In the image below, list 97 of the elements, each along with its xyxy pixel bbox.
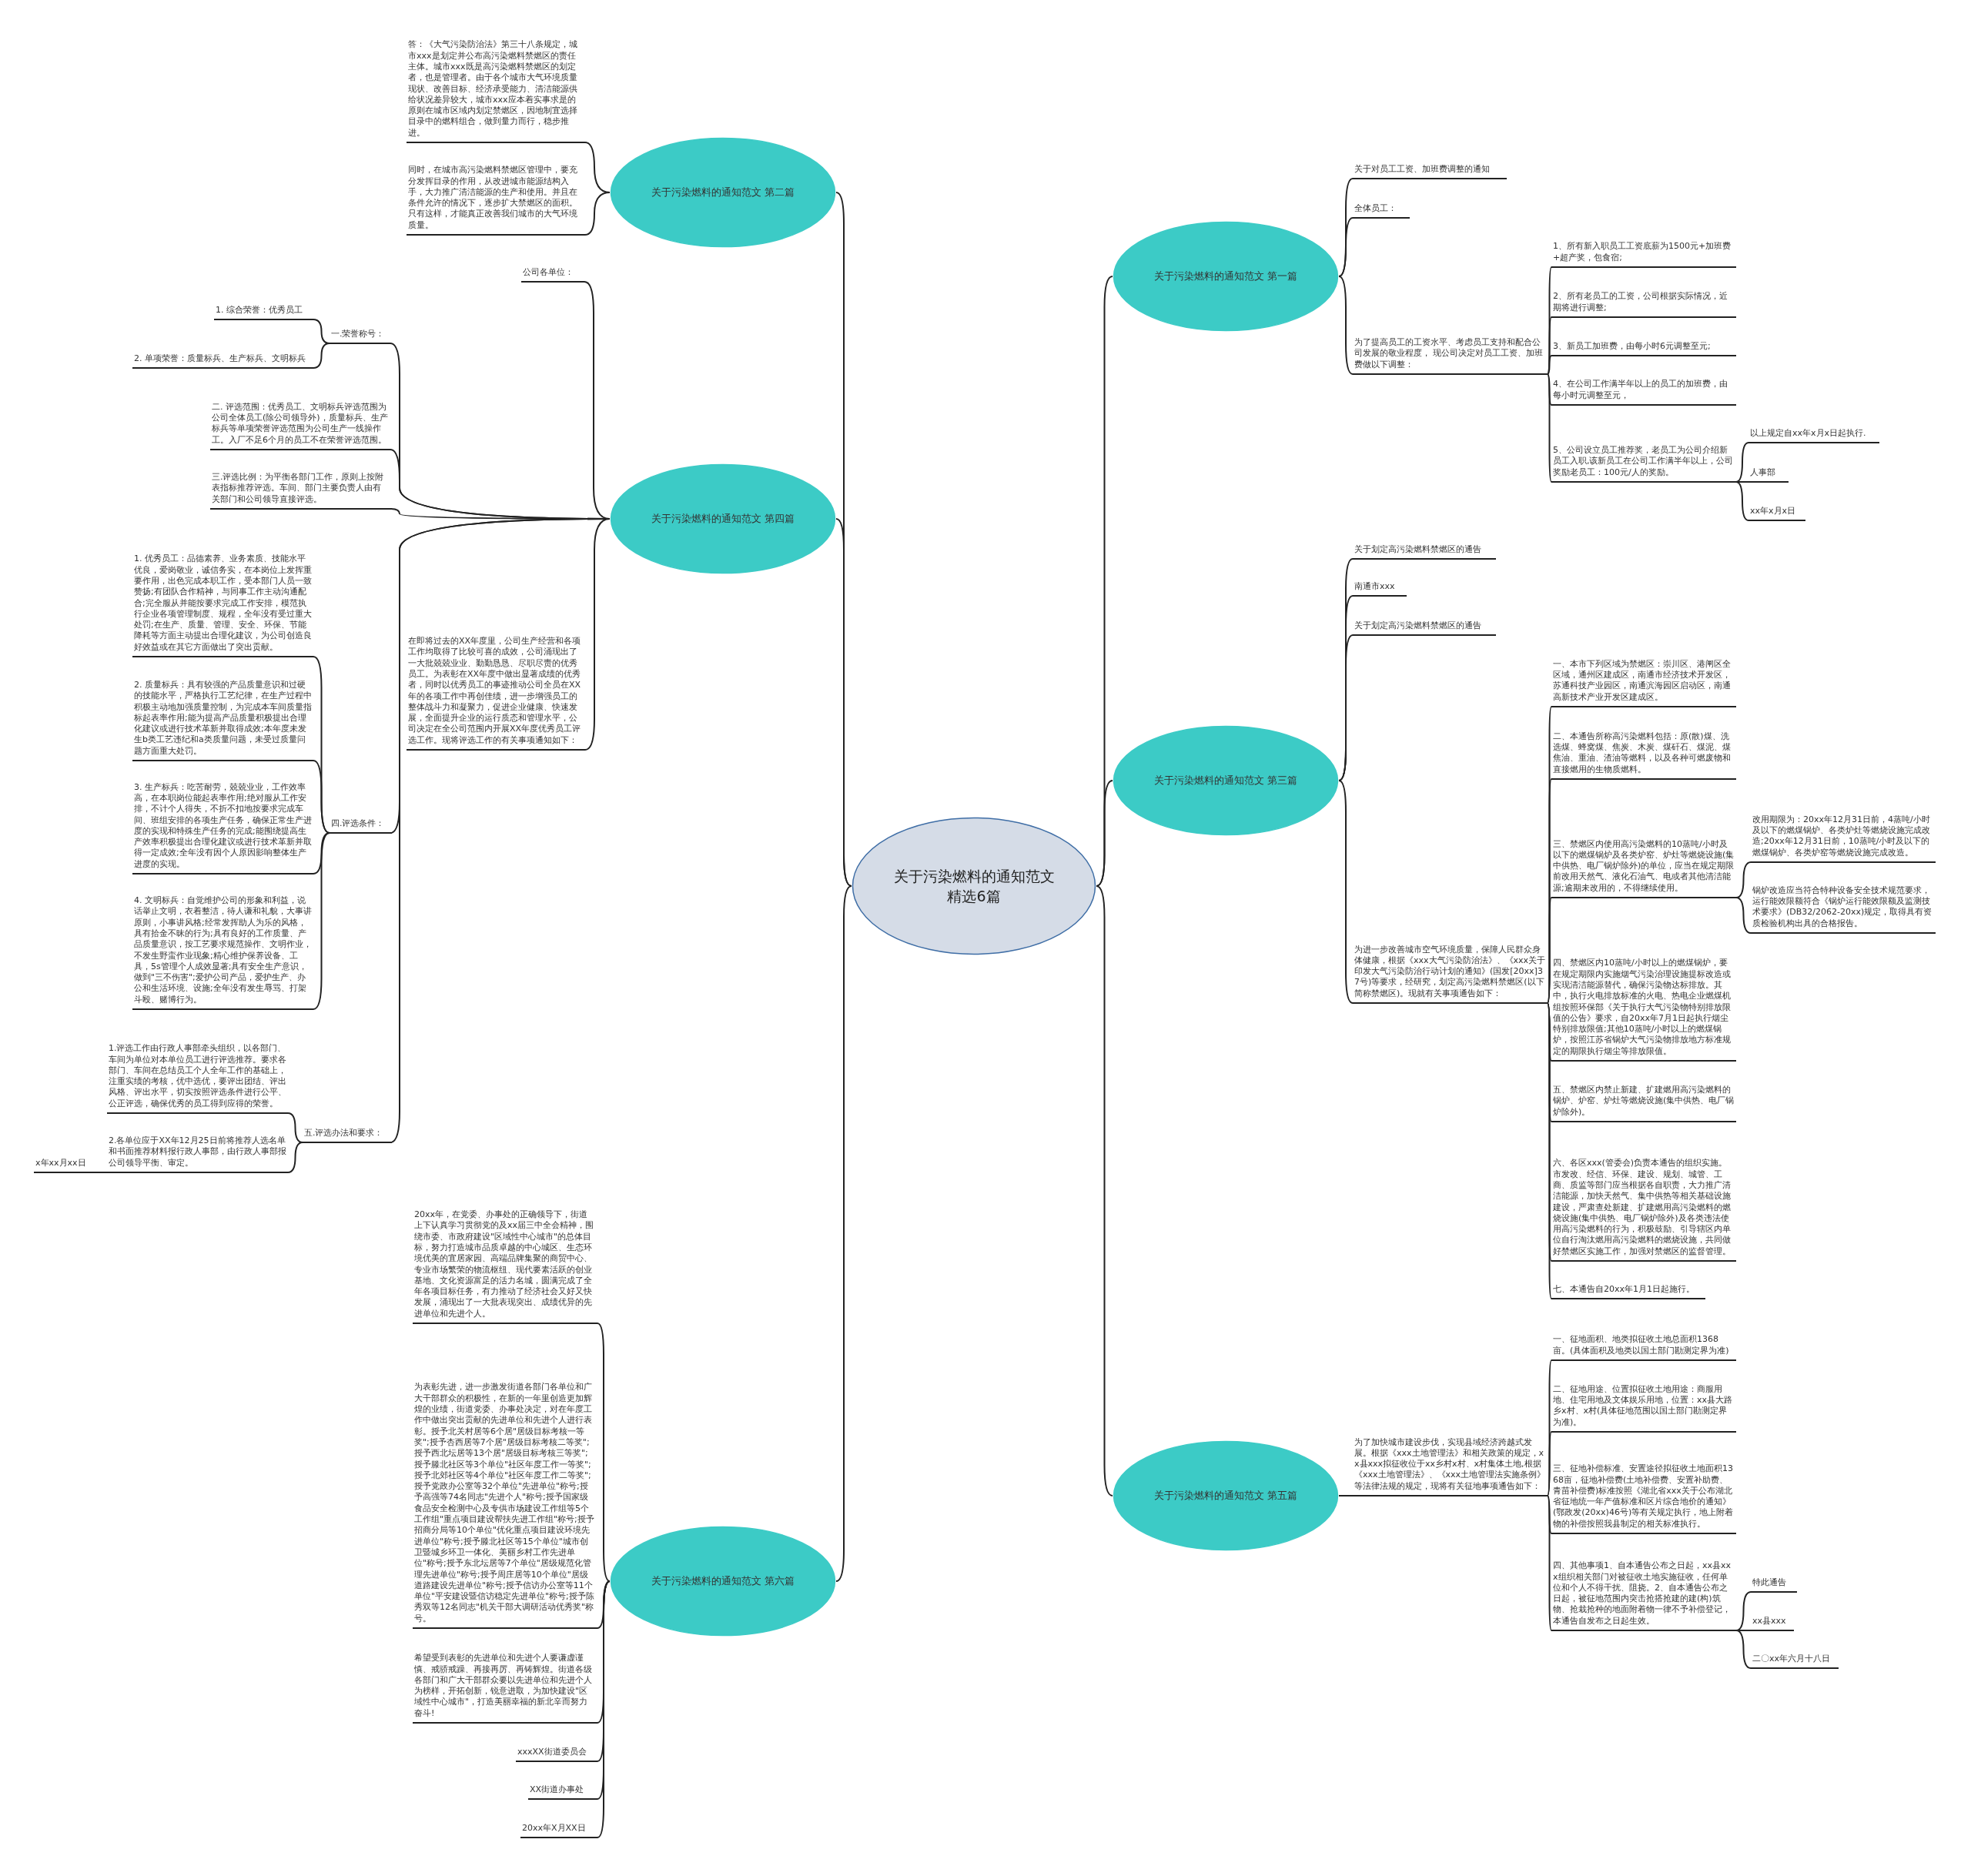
topic-text: 一、征地面积、地类拟征收土地总面积1368亩。(具体面积及地类以国土部门勘测定界为准) [1551,1334,1736,1361]
central-topic-ellipse: 关于污染燃料的通知范文精选6篇 [852,817,1096,955]
connector-line [1338,276,1354,375]
topic-text: 三.评选比例：为平衡各部门工作，原则上按附表指标推荐评选。车间、部门主要负责人由有关部门和公司领导直接评选。 [210,472,390,510]
topic-text: XX街道办事处 [528,1784,597,1800]
connector-line [584,518,611,751]
connector-line [313,760,330,834]
connector-line [597,1323,611,1582]
connector-line [1547,1495,1552,1534]
topic-text: 人事部 [1748,466,1789,483]
topic-text: 二. 评选范围：优秀员工、文明标兵评选范围为公司全体员工(除公司领导外)，质量标兵、生产标兵等单项荣誉评选范围为公司生产一线操作工。入厂不足6个月的员工不在荣誉评选范围。 [210,401,390,450]
topic-text: 1. 综合荣誉：优秀员工 [214,304,313,320]
topic-text: 20xx年X月XX日 [520,1822,597,1838]
topic-text: 2.各单位应于XX年12月25日前将推荐人选名单和书面推荐材料报行政人事部，由行政人事部报公司领导平衡、审定。 [107,1135,288,1173]
topic-text: 1、所有新入职员工工资底薪为1500元+加班费+超产奖，包食宿; [1551,241,1736,268]
topic-ellipse: 关于污染燃料的通知范文 第六篇 [610,1526,836,1637]
connector-line [1547,373,1552,483]
topic-text: 锅炉改造应当符合特种设备安全技术规范要求，运行能效限额符合《锅炉运行能效限额及监测技术要求》(DB32/2062-20xx)规定，取得具有资质检验机构出具的合格报告。 [1751,884,1936,934]
connector-line [1735,481,1749,483]
connector-line [313,832,330,874]
topic-text: 3、新员工加班费，由每小时6元调整至元; [1551,340,1736,356]
connector-line [313,832,330,1010]
topic-text: 2. 单项荣誉：质量标兵、生产标兵、文明标兵 [132,353,313,369]
topic-text: 关于划定高污染燃料禁燃区的通告 [1353,620,1496,636]
connector-line [1338,217,1354,277]
topic-text: 关于划定高污染燃料禁燃区的通告 [1353,543,1496,560]
topic-text: 南通市xxx [1353,580,1407,597]
connector-line [1735,897,1752,934]
topic-text: 1. 优秀员工：品德素养、业务素质、技能水平优良，爱岗敬业，诚信务实，在本岗位上发挥重要作用，出色完成本职工作，受本部门人员一致赞扬;有团队合作精神，与同事工作主动沟通配合;完全服从并能按要求完成工作安排，模范执行企业各项管理制度、规程，全年没有受过重大处罚;在生产、质量、管理、安全、环保、节能降耗等方面主动提出合理化建议，为公司创造良好效益或在其它方面做出了突出贡献。 [132,553,313,657]
connector-line [313,343,330,369]
connector-line [584,192,611,236]
topic-text: 关于对员工工资、加班费调整的通知 [1353,163,1507,179]
topic-text: 1.评选工作由行政人事部牵头组织，以各部门、车间为单位对本单位员工进行评选推荐。要求各部门、车间在总结员工个人全年工作的基础上，注重实绩的考核，优中选优，要评出团结、评出风格、评出水平，切实按照评选条件进行公平、公正评选，确保优秀的员工得到应得的荣誉。 [107,1043,288,1114]
topic-text: 四、禁燃区内10蒸吨/小时以上的燃煤锅炉，要在规定期限内实施烟气污染治理设施提标改造或实现清洁能源替代，确保污染物达标排放。其中，执行火电排放标准的火电、热电企业燃煤机组按照环保部《关于执行大气污染物特别排放限值的公告》要求，自20xx年7月1日起执行烟尘特别排放限值;其他10蒸吨/小时以上的燃煤锅炉，按照江苏省锅炉大气污染物排放地方标准规定的期限执行烟尘等排放限值。 [1551,958,1736,1062]
topic-text: 2、所有老员工的工资，公司根据实际情况，近期将进行调整; [1551,291,1736,318]
topic-text: 全体员工： [1353,202,1410,219]
topic-text: 公司各单位： [521,266,584,283]
connector-line [104,1172,108,1173]
connector-line [1338,634,1354,781]
topic-text: 五、禁燃区内禁止新建、扩建燃用高污染燃料的锅炉、炉窑、炉灶等燃烧设施(集中供热、电厂锅炉除外)。 [1551,1085,1736,1122]
connector-line [1338,1495,1354,1496]
connector-line [1735,481,1749,521]
topic-text: 二、征地用途、位置拟征收土地用途：商服用地、住宅用地及文体娱乐用地，位置：xx县大路乡x村、x村(具体征地范围以国土部门勘测定界为准)。 [1551,1383,1736,1433]
topic-text: 以上规定自xx年x月x日起执行. [1748,427,1879,443]
connector-line [1547,1495,1552,1631]
topic-text: 在即将过去的XX年度里，公司生产经营和各项工作均取得了比较可喜的成效，公司涌现出了一大批兢兢业业、勤勤恳恳、尽职尽责的优秀员工。为表彰在XX年度中做出显著成绩的优秀者，同时以优秀员工的事迹推动公司全员在XX年的各项工作中再创佳绩，进一步增强员工的整体战斗力和凝聚力，促进企业健康、快速发展，全面提升企业的运行质态和管理水平，公司决定在全公司范围内开展XX年度优秀员工评选工作。现将评选工作的有关事项通知如下： [407,636,585,751]
topic-text: 为表彰先进，进一步激发街道各部门各单位和广大干部群众的积极性，在新的一年里创造更加辉煌的业绩，街道党委、办事处决定，对在年度工作中做出突出贡献的先进单位和先进个人进行表彰。授予北关村居等6个居"居级目标考核一等奖";授予杏西居等7个居"居级目标考核二等奖";授予西北坛居等13个居"居级目标考核三等奖";授予滕北社区等3个单位"社区年度工作一等奖";授予北郊社区等4个单位"社区年度工作二等奖";授予党政办公室等32个单位"先进单位"称号;授予高强等74名同志"先进个人"称号;授予国家级食品安全检测中心及专供市场建设工作组等5个工作组"重点项目建设帮扶先进工作组"称号;授予招商分局等10个单位"优化重点项目建设环境先进单位"称号;授予滕北社区等15个单位"城市创卫暨城乡环卫一体化、美丽乡村工作先进单位"称号;授予东北坛居等7个单位"居级规范化管理先进单位"称号;授予周庄居等10个单位"居级道路建设先进单位"称号;授予信访办公室等11个单位"平安建设暨信访稳定先进单位"称号;授予陈秀双等12名同志"机关干部大调研活动优秀奖"称号。 [413,1382,597,1629]
connector-line [287,1112,303,1143]
topic-ellipse: 关于污染燃料的通知范文 第四篇 [610,463,836,574]
topic-ellipse: 关于污染燃料的通知范文 第三篇 [1113,725,1339,836]
topic-text: 5、公司设立员工推荐奖，老员工为公司介绍新员工入职,该新员工在公司工作满半年以上，公司奖励老员工：100元/人的奖励。 [1551,445,1736,483]
topic-text: x年xx月xx日 [34,1157,105,1173]
topic-ellipse: 关于污染燃料的通知范文 第五篇 [1113,1440,1339,1551]
topic-text: 三、征地补偿标准、安置途径拟征收土地面积1368亩，征地补偿费(土地补偿费、安置补助费、青苗补偿费)标准按照《湖北省xxx关于公布湖北省征地统一年产值标准和区片综合地价的通知》(鄂政发(20xx)46号)等有关规定执行，地上附着物的补偿按照我县制定的相关标准执行。 [1551,1463,1736,1534]
topic-text: 3. 生产标兵：吃苦耐劳，兢兢业业，工作效率高，在本职岗位能起表率作用;绝对服从工作安排，不计个人得失，不折不扣地按要求完成车间、班组安排的各项生产任务，确保正常生产进度的实现和特殊生产任务的完成;能围绕提高生产效率积极提出合理化建议或进行技术革新并取得一定成效;全年没有因个人原因影响整体生产进度的实现。 [132,781,313,874]
topic-text: 三、禁燃区内使用高污染燃料的10蒸吨/小时及以下的燃煤锅炉及各类炉窑、炉灶等燃烧设施(集中供热、电厂锅炉除外)的单位，应当在规定期限前改用天然气、液化石油气、电或者其他清洁能源;逾期未改用的，不得继续使用。 [1551,838,1736,898]
topic-text: 四.评选条件： [330,818,390,834]
connector-line [1338,780,1354,1004]
topic-text: 同时，在城市高污染燃料禁燃区管理中，要充分发挥目录的作用，从改进城市能源结构入手，大力推广清洁能源的生产和使用。并且在条件允许的情况下，逐步扩大禁燃区的面积。只有这样，才能真正改善我们城市的大气环境质量。 [407,165,585,236]
topic-text: 一、本市下列区域为禁燃区：崇川区、港闸区全区域，通州区建成区，南通市经济技术开发区，苏通科技产业园区，南通滨海园区启动区，南通高新技术产业开发区建成区。 [1551,658,1736,707]
topic-text: 七、本通告自20xx年1月1日起施行。 [1551,1283,1705,1299]
topic-text: 2. 质量标兵：具有较强的产品质量意识和过硬的技能水平，严格执行工艺纪律，在生产过程中积极主动地加强质量控制，为完成本车间质量指标起表率作用;能为提高产品质量积极提出合理化建议或进行技术革新并取得成效;本年度未发生b类工艺违纪和a类质量问题，未受过质量问题方面重大处罚。 [132,679,313,761]
topic-text: 希望受到表彰的先进单位和先进个人要谦虚谨慎、戒骄戒躁、再接再厉、再铸辉煌。街道各级各部门和广大干部群众要以先进单位和先进个人为榜样，开拓创新，锐意进取，为加快建设"区域性中心城市"，打造美丽幸福的新北辛而努力奋斗! [413,1653,597,1724]
topic-text: 为了加快城市建设步伐，实现县域经济跨越式发展。根据《xxx土地管理法》和相关政策的规定，xx县xxx拟征收位于xx乡村x村、x村集体土地,根据《xxx土地管理法》、《xxx土地管理法实施条例》等法律法规的规定，现将有关征地事项通告如下： [1353,1436,1548,1496]
topic-text: 为了提高员工的工资水平、考虑员工支持和配合公司发展的敬业程度， 现公司决定对员工工资、加班费做以下调整： [1353,337,1548,375]
topic-text: xx县xxx [1751,1615,1794,1631]
topic-text: 4、在公司工作满半年以上的员工的加班费，由每小时元调整至元， [1551,379,1736,406]
connector-line [1547,373,1552,406]
topic-text: 二、本通告所称高污染燃料包括：原(散)煤、洗选煤、蜂窝煤、焦炭、木炭、煤矸石、煤泥、煤焦油、重油、渣油等燃料，以及各种可燃废物和直接燃用的生物质燃料。 [1551,731,1736,780]
topic-text: 二〇xx年六月十八日 [1751,1653,1839,1669]
connector-line [1735,442,1749,483]
connector-line [1547,897,1552,1004]
topic-text: 六、各区xxx(管委会)负责本通告的组织实施。市发改、经信、环保、建设、规划、城管、工商、质监等部门应当根据各自职责，大力推广清洁能源，加快天然气、集中供热等相关基础设施建设，严肃查处新建、扩建燃用高污染燃料的燃烧设施(集中供热、电厂锅炉除外)及各类违法使用高污染燃料的行为，积极鼓励、引导辖区内单位自行淘汰燃用高污染燃料的燃烧设施，共同做好禁燃区实施工作，加强对禁燃区的监督管理。 [1551,1158,1736,1262]
connector-line [1547,266,1552,375]
topic-ellipse: 关于污染燃料的通知范文 第一篇 [1113,221,1339,332]
connector-line [287,1142,303,1173]
connector-line [1096,885,1113,1496]
connector-line [835,885,852,1582]
topic-text: 4. 文明标兵：自觉维护公司的形象和利益，说话举止文明，衣着整洁，待人谦和礼貌，大事讲原则，小事讲风格;经常发挥助人为乐的风格，具有拾金不昧的行为;具有良好的工作质量、产品质量意识，按工艺要求规范操作、文明作业，不发生野蛮作业现象;精心维护保养设备、工具，5s管理个人成效显著;具有安全生产意识，做到"三不伤害";爱护公司产品，爱护生产、办公和生活环境、设施;全年没有发生辱骂、打架斗殴、赌博行为。 [132,895,313,1010]
topic-text: xx年x月x日 [1748,505,1805,521]
topic-text: 五.评选办法和要求： [303,1127,390,1143]
topic-text: 20xx年，在党委、办事处的正确领导下，街道上下认真学习贯彻党的及xx届三中全会精神，围绕市委、市政府建设"区域性中心城市"的总体目标，努力打造城市品质卓越的中心城区、生态环境优美的宜居家园、高端品牌集聚的商贸中心、专业市场繁荣的物流枢纽、现代要素活跃的创业基地、文化资源富足的活力名城，圆满完成了全年各项目标任务，有力推动了经济社会又好又快发展，涌现出了一大批表现突出、成绩优异的先进单位和先进个人。 [413,1209,597,1324]
connector-line [1547,355,1552,375]
topic-text: 一.荣誉称号： [330,328,390,344]
topic-text: xxxXX街道委员会 [516,1746,597,1762]
topic-text: 为进一步改善城市空气环境质量，保障人民群众身体健康，根据《xxx大气污染防治法》、《xxx关于印发大气污染防治行动计划的通知》(国发[20xx]37号)等要求，经研究，划定高污染燃料禁燃区(以下简称禁燃区)。现就有关事项通告如下： [1353,944,1548,1004]
topic-text: 四、其他事项1、自本通告公布之日起，xx县xxx组织相关部门对被征收土地实施征收，任何单位和个人不得干扰、阻挠。2、自本通告公布之日起，被征地范围内突击抢搭抢建的建(构)筑物、抢栽抢种的地面附着物一律不予补偿登记，本通告自发布之日起生效。 [1551,1560,1736,1631]
connector-line [1096,780,1113,887]
topic-text: 特此通告 [1751,1577,1797,1593]
topic-text: 改用期限为：20xx年12月31日前，4蒸吨/小时及以下的燃煤锅炉、各类炉灶等燃烧设施完成改造;20xx年12月31日前，10蒸吨/小时及以下的燃煤锅炉、各类炉窑等燃烧设施完成改造。 [1751,814,1936,863]
connector-line [1735,861,1752,898]
connector-line [1735,1630,1752,1669]
connector-line [835,518,852,887]
connector-line [1735,1591,1752,1631]
connector-line [1547,1431,1552,1496]
topic-text: 答：《大气污染防治法》第三十八条规定，城市xxx是划定并公布高污染燃料禁燃区的责任主体。城市xxx既是高污染燃料禁燃区的划定者，也是管理者。由于各个城市大气环境质量现状、改善目标、经济承受能力、清洁能源供给状况差异较大，城市xxx应本着实事求是的原则在城市区域内划定禁燃区，因地制宜选择目录中的燃料组合，做到量力而行，稳步推进。 [407,39,585,143]
topic-ellipse: 关于污染燃料的通知范文 第二篇 [610,137,836,248]
